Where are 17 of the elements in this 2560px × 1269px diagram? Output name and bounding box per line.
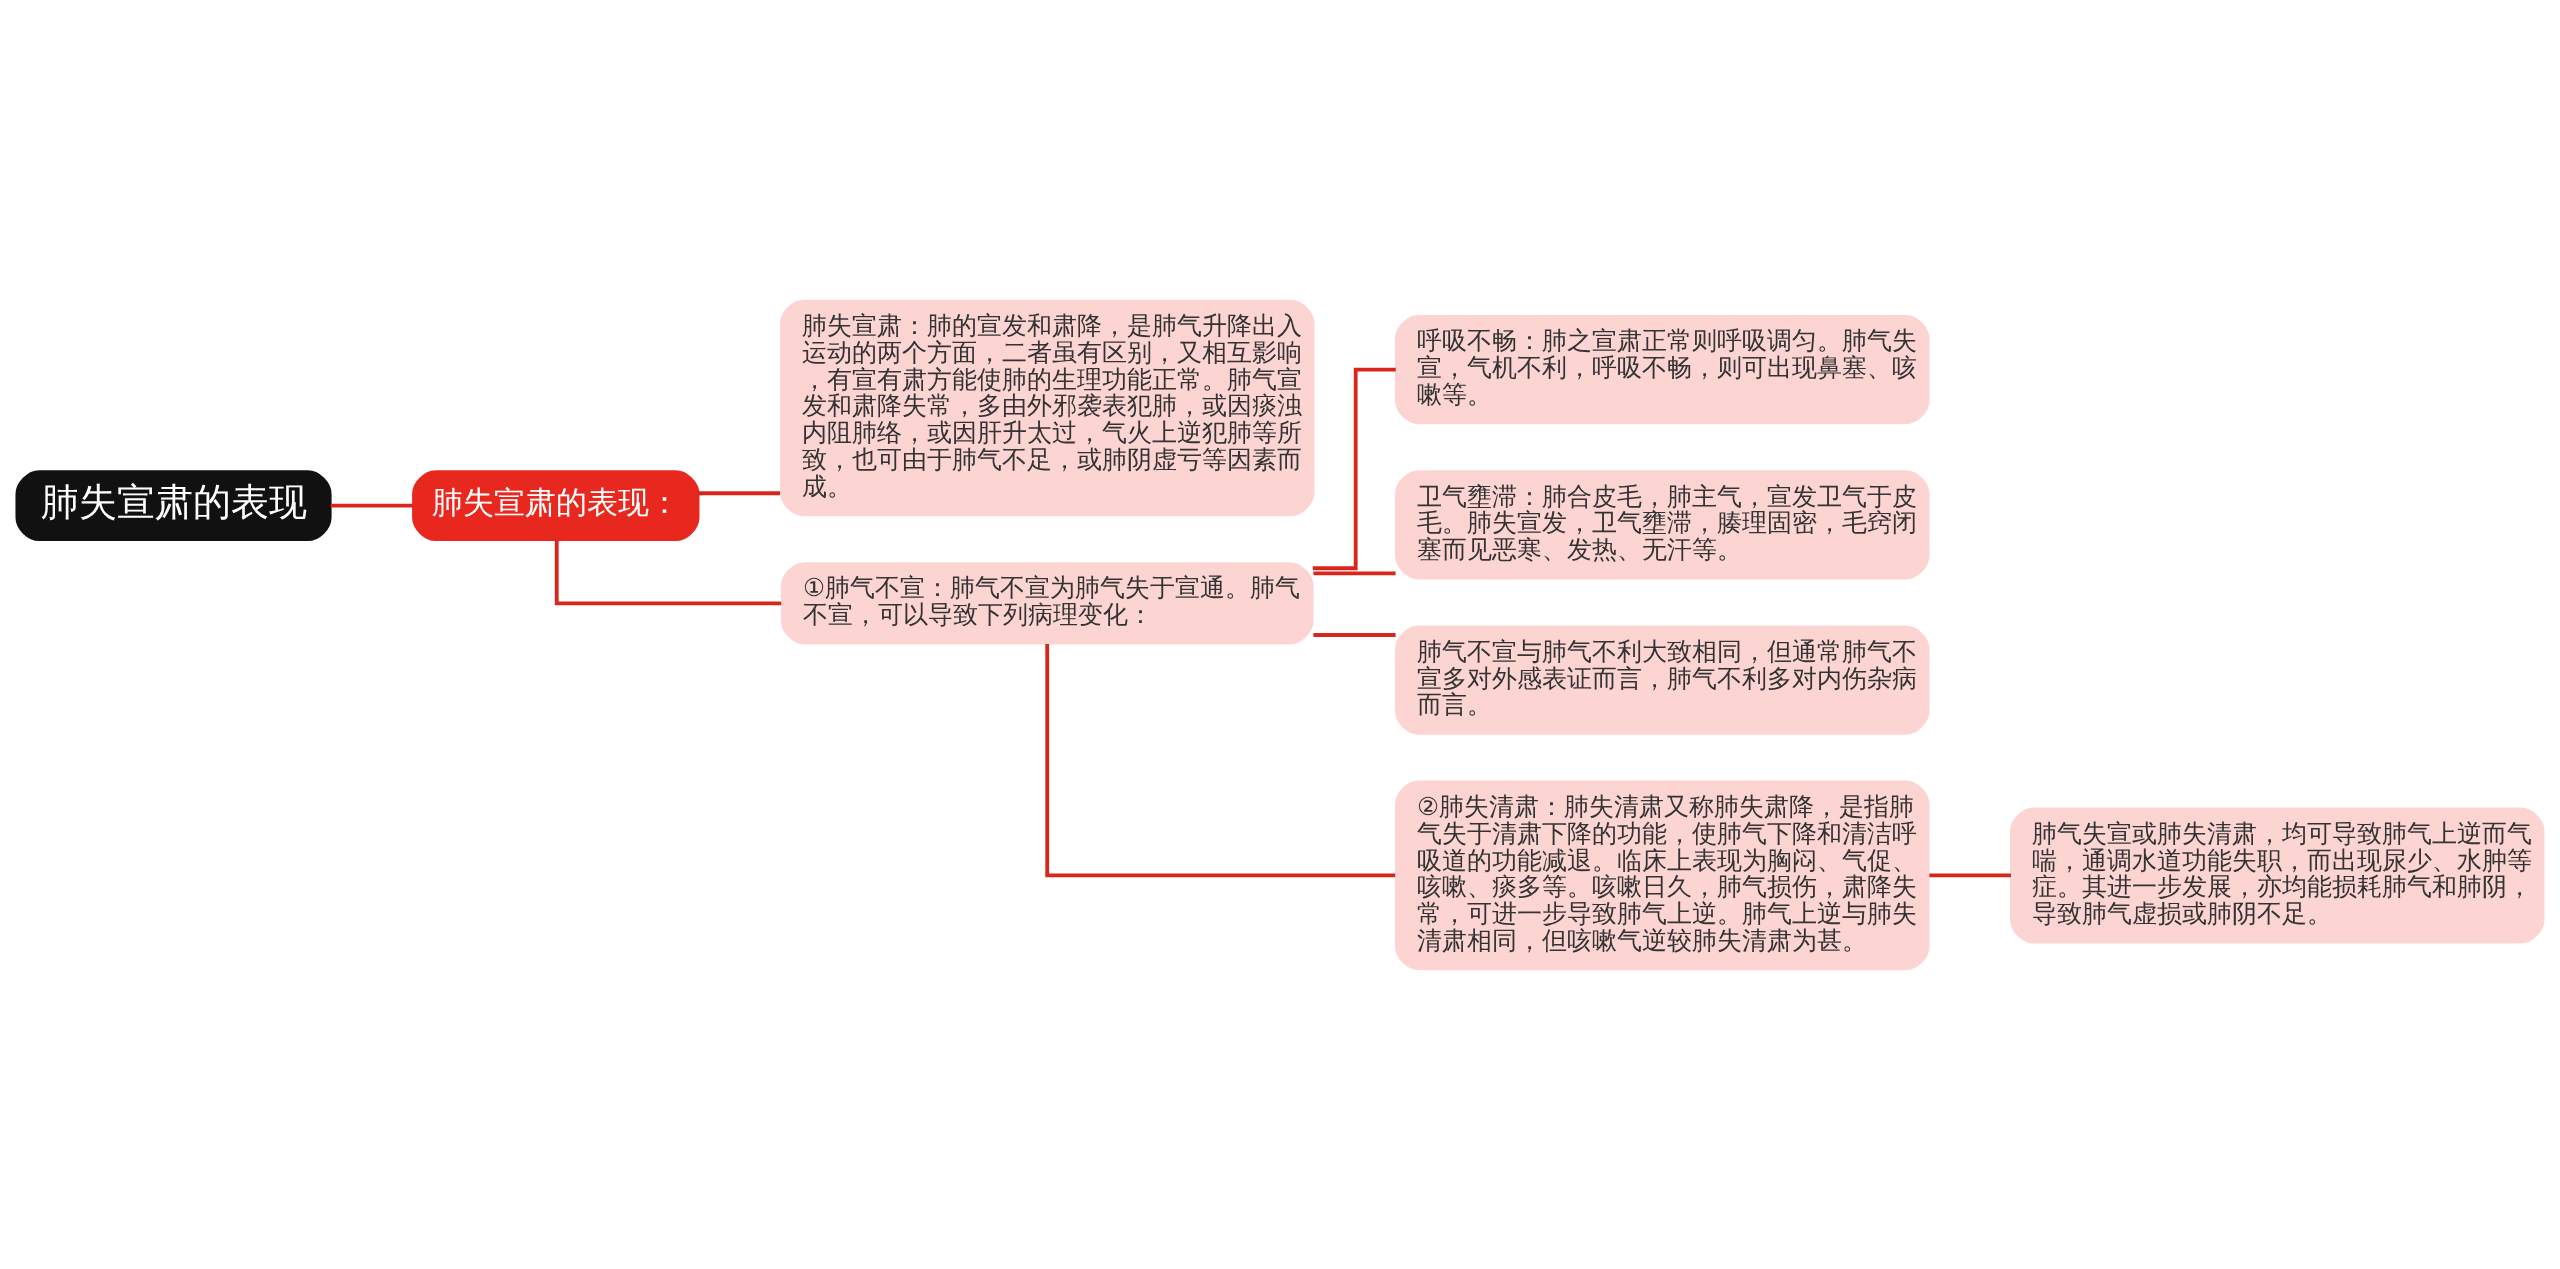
node-box: 肺失宣肃的表现： — [412, 469, 700, 541]
connector — [1929, 873, 2011, 877]
node-box: 卫气壅滞：肺合皮毛，肺主气，宣发卫气于皮毛。肺失宣发，卫气壅滞，腠理固密，毛窍闭塞而见恶寒、发热、无汗等。 — [1394, 469, 1930, 579]
connector — [1313, 570, 1396, 575]
connector — [554, 539, 782, 605]
connector — [698, 490, 780, 495]
node-box: 肺气失宣或肺失清肃，均可导致肺气上逆而气喘，通调水道功能失职，而出现尿少、水肿等症。其进一步发展，亦均能损耗肺气和肺阴，导致肺气虚损或肺阴不足。 — [2010, 806, 2545, 943]
node-box: 呼吸不畅：肺之宣肃正常则呼吸调匀。肺气失宣，气机不利，呼吸不畅，则可出现鼻塞、咳嗽等。 — [1394, 314, 1930, 424]
connector — [1045, 643, 1396, 877]
node-box: 肺失宣肃的表现 — [15, 469, 332, 541]
node-box: 肺失宣肃：肺的宣发和肃降，是肺气升降出入运动的两个方面，二者虽有区别，又相互影响，有宣有肃方能使肺的生理功能正常。肺气宣发和肃降失常，多由外邪袭表犯肺，或因痰浊内阻肺络，或因肝升太过，气火上逆犯肺等所致，也可由于肺气不足，或肺阴虚亏等因素而成。 — [779, 299, 1315, 516]
connector — [1313, 632, 1396, 637]
node-box: 肺气不宣与肺气不利大致相同，但通常肺气不宣多对外感表证而言，肺气不利多对内伤杂病而言。 — [1394, 624, 1930, 735]
connector — [1312, 367, 1396, 570]
node-box: ②肺失清肃：肺失清肃又称肺失肃降，是指肺气失于清肃下降的功能，使肺气下降和清洁呼吸道的功能减退。临床上表现为胸闷、气促、咳嗽、痰多等。咳嗽日久，肺气损伤，肃降失常，可进一步导致肺气上逆。肺气上逆与肺失清肃相同，但咳嗽气逆较肺失清肃为甚。 — [1394, 780, 1930, 970]
node-box: ①肺气不宣：肺气不宣为肺气失于宣通。肺气不宣，可以导致下列病理变化： — [780, 561, 1314, 645]
connector — [330, 503, 413, 508]
